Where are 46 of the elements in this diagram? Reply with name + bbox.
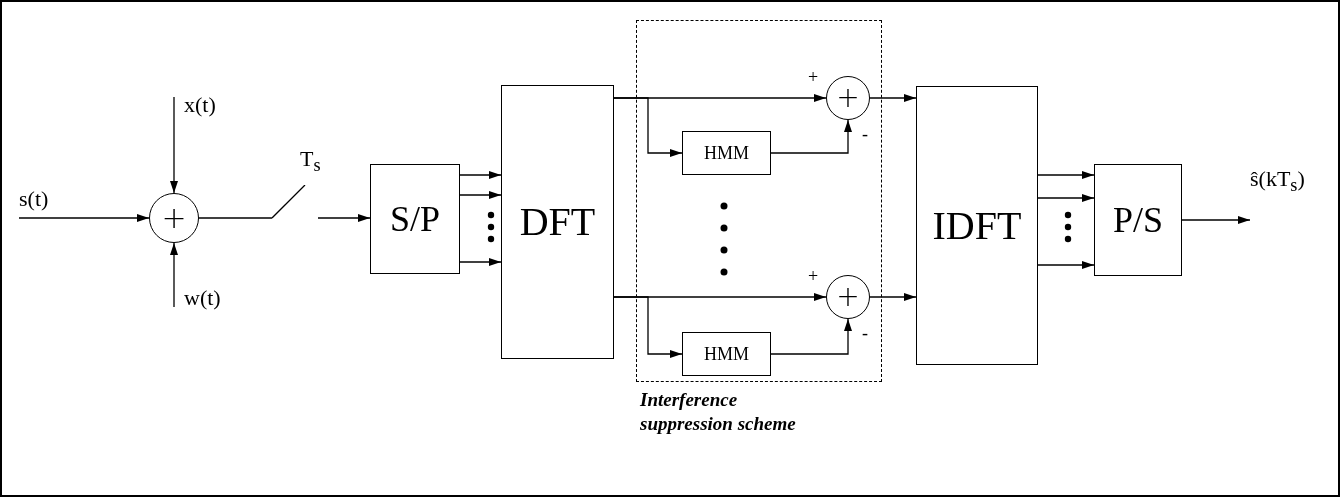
arrow (869, 94, 917, 102)
arrow (1181, 216, 1251, 224)
arrow (1037, 194, 1095, 202)
process-block (501, 85, 614, 359)
arrow (1037, 171, 1095, 179)
process-block (916, 86, 1038, 365)
sign-label: - (862, 125, 868, 143)
arrow (770, 119, 852, 154)
arrow (317, 214, 371, 222)
sign-label: + (808, 267, 819, 285)
arrow (613, 97, 683, 157)
process-block (370, 164, 460, 274)
sign-label: - (862, 324, 868, 342)
signal-line (198, 217, 273, 219)
block-label: HMM (704, 345, 749, 363)
signal-label: s(t) (19, 188, 69, 218)
sampling-period-label: T$_{s}$ (300, 148, 321, 175)
process-block (682, 332, 771, 376)
arrow (170, 242, 178, 308)
operator-sign: + (161, 203, 187, 233)
block-label: P/S (1112, 202, 1163, 238)
block-label: S/P (389, 201, 440, 237)
arrow (869, 293, 917, 301)
summing-junction (826, 76, 870, 120)
summing-junction (149, 193, 199, 243)
arrow (459, 191, 502, 199)
arrow (1037, 261, 1095, 269)
summing-junction (826, 275, 870, 319)
arrow (18, 214, 150, 222)
process-block (1094, 164, 1182, 276)
arrow (770, 318, 852, 355)
block-label: HMM (704, 144, 749, 162)
process-block (682, 131, 771, 175)
arrow (170, 96, 178, 194)
arrow (613, 296, 683, 358)
signal-label: w(t) (174, 287, 234, 317)
arrow (459, 258, 502, 266)
signal-label: ŝ(kT$_{s}$) (1250, 168, 1330, 220)
operator-sign: + (836, 283, 860, 311)
block-label: IDFT (932, 205, 1022, 246)
operator-sign: + (836, 84, 860, 112)
arrow (459, 171, 502, 179)
block-label: DFT (519, 202, 596, 242)
sign-label: + (808, 68, 819, 86)
group-caption: Interference suppression scheme (640, 388, 797, 436)
signal-label: x(t) (174, 94, 234, 124)
